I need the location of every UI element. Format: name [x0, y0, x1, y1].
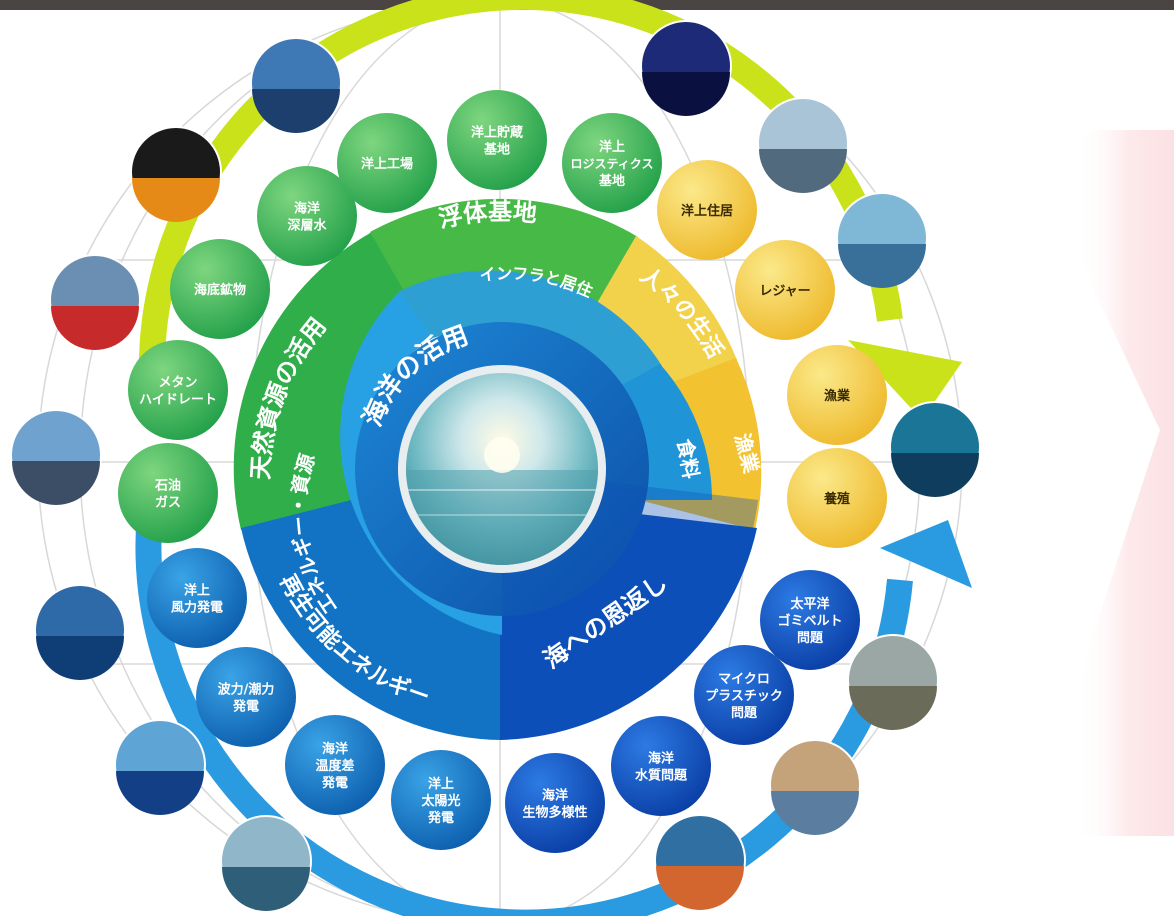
- offshore-wind-icon: [147, 548, 247, 648]
- aquaculture-icon: [787, 448, 887, 548]
- bubble-label: 石油: [154, 478, 181, 494]
- bubble-label: 問題: [731, 706, 758, 721]
- oil-gas-icon: [118, 443, 218, 543]
- offshore-factory-icon: [337, 113, 437, 213]
- microplastic-icon: [694, 645, 794, 745]
- segment-natural-resources: [233, 232, 433, 530]
- solar-farm-photo-icon: [220, 815, 312, 911]
- wind-turbine-photo-icon: [34, 584, 126, 680]
- ocean-deep-water-icon: [257, 166, 357, 266]
- garbage-patch-icon: [760, 570, 860, 670]
- space-elevator-photo-icon: [640, 20, 732, 116]
- bubble-label: 海洋: [294, 201, 320, 217]
- bubble-housing: 洋上住居: [657, 160, 757, 260]
- bubble-label: 発電: [427, 810, 454, 826]
- housing-icon: [657, 160, 757, 260]
- bubble-label: レジャー: [759, 284, 810, 299]
- bubble-label: 海洋: [542, 788, 568, 804]
- open-sea-photo-icon: [114, 719, 206, 815]
- underwater-fish-photo-icon: [889, 401, 981, 497]
- storage-base-icon: [447, 90, 547, 190]
- offshore-solar-icon: [391, 750, 491, 850]
- fishing-icon: [787, 345, 887, 445]
- bubble-label: 洋上貯蔵: [471, 125, 523, 141]
- bubble-label: 生物多様性: [522, 805, 587, 821]
- bubble-label: 発電: [321, 775, 348, 791]
- blue-arrow-head: [880, 520, 972, 588]
- floating-island-photo-icon: [836, 192, 928, 288]
- bubble-label: 水質問題: [635, 768, 688, 784]
- bubble-minerals: 海底鉱物: [170, 239, 270, 339]
- bubble-label: 洋上住居: [681, 203, 733, 219]
- sea-photo: [398, 365, 606, 573]
- bubble-factory: 洋上工場: [337, 113, 437, 213]
- bubble-label: 太平洋: [789, 596, 829, 612]
- biodiversity-icon: [505, 753, 605, 853]
- bubble-label: 基地: [598, 173, 625, 189]
- plastic-hands-photo-icon: [769, 739, 861, 835]
- bubble-label: 養殖: [823, 491, 850, 507]
- bubble-label: ハイドレート: [139, 393, 217, 408]
- ocean-utilization-diagram: 海洋の活用 浮体基地 インフラと居住 人々の生活 天然資源の活用 エネルギー・資…: [10, 0, 981, 916]
- bubble-label: 発電: [232, 699, 259, 715]
- green-arrow-head: [848, 340, 962, 420]
- methane-hydrate-icon: [128, 340, 228, 440]
- otec-icon: [285, 715, 385, 815]
- leisure-icon: [735, 240, 835, 340]
- bubble-label: マイクロ: [718, 672, 770, 687]
- bubble-leisure: レジャー: [735, 240, 835, 340]
- bubble-label: ガス: [155, 496, 181, 511]
- coral-reef-photo-icon: [654, 814, 746, 910]
- bubble-aquaculture: 養殖: [787, 448, 887, 548]
- bubble-label: 風力発電: [171, 600, 223, 616]
- photos: [10, 20, 981, 911]
- bubble-label: 洋上: [184, 583, 210, 599]
- bubble-label: 洋上: [428, 776, 454, 792]
- bubble-label: ロジスティクス: [571, 157, 654, 171]
- next-chevron: [1075, 130, 1174, 836]
- bubble-label: 波力/潮力: [218, 682, 275, 698]
- bubble-label: 洋上: [599, 139, 625, 155]
- seabed-minerals-icon: [170, 239, 270, 339]
- bubble-label: 海洋: [648, 751, 674, 767]
- gas-flame-photo-icon: [130, 126, 222, 222]
- bubble-label: 洋上工場: [361, 156, 413, 172]
- bubble-label: メタン: [158, 376, 197, 391]
- bubble-label: 海洋: [322, 741, 348, 757]
- coastal-city-photo-icon: [757, 97, 849, 193]
- logistics-base-icon: [562, 113, 662, 213]
- bubble-label: 問題: [797, 631, 824, 646]
- bubble-label: 海底鉱物: [194, 282, 246, 298]
- mining-ship-photo-icon: [49, 254, 141, 350]
- bubble-label: 深層水: [287, 218, 327, 234]
- bubble-label: ゴミベルト: [777, 613, 842, 629]
- water-quality-icon: [611, 716, 711, 816]
- bubble-label: 温度差: [315, 758, 354, 774]
- oil-platform-photo-icon: [250, 37, 342, 133]
- bubbles: 海洋深層水洋上工場洋上貯蔵基地洋上ロジスティクス基地洋上住居レジャー漁業養殖海底…: [118, 90, 887, 853]
- bubble-label: プラスチック: [705, 689, 783, 704]
- bubble-label: 太陽光: [420, 793, 460, 809]
- offshore-rig-photo-icon: [10, 409, 102, 505]
- bubble-label: 漁業: [824, 388, 851, 404]
- bubble-label: 基地: [483, 142, 510, 158]
- segment-renewable: [241, 497, 502, 740]
- beach-debris-photo-icon: [847, 634, 939, 730]
- bubble-fishing: 漁業: [787, 345, 887, 445]
- wave-tidal-icon: [196, 647, 296, 747]
